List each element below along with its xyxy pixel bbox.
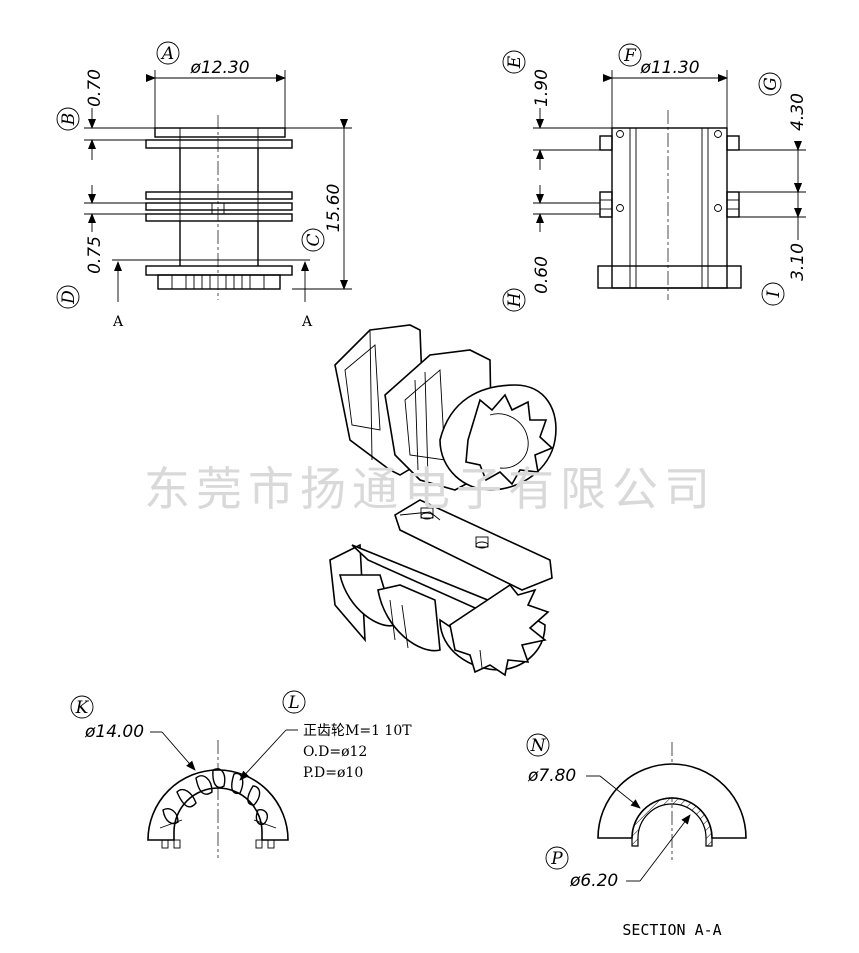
- section-mark-left: A: [112, 314, 124, 330]
- section-outer-dim: ø7.80: [527, 766, 576, 786]
- gear-note-spec: 正齿轮M=1 10T: [303, 723, 412, 739]
- gear-outer-dim: ø14.00: [84, 722, 144, 742]
- front-view: ø12.30 A 0.70 B 0.75 D 15.60 C A A: [56, 41, 352, 330]
- label-n: N: [530, 736, 547, 756]
- side-upper-gap-dim: 4.30: [788, 93, 808, 131]
- side-view: ø11.30 F 1.90 E 0.60 H 4.30 G 3.10 I: [502, 43, 808, 312]
- section-caption: SECTION A-A: [622, 921, 721, 939]
- label-i: I: [764, 290, 784, 298]
- gear-note-od: O.D=ø12: [303, 744, 367, 760]
- label-e: E: [505, 55, 525, 69]
- label-g: G: [761, 77, 781, 91]
- side-width-dim: ø11.30: [639, 58, 699, 78]
- label-a: A: [160, 44, 174, 64]
- label-b: B: [59, 113, 79, 127]
- label-c: C: [304, 233, 324, 246]
- isometric-upper-part: [334, 324, 557, 491]
- label-f: F: [623, 46, 637, 66]
- label-l: L: [287, 693, 299, 713]
- section-mark-right: A: [301, 314, 313, 330]
- top-flange-dim: 0.70: [85, 69, 105, 107]
- bottom-flange-dim: 0.75: [85, 236, 105, 274]
- gear-view: ø14.00 K L 正齿轮M=1 10T O.D=ø12 P.D=ø10: [70, 690, 412, 858]
- section-view: ø7.80 N ø6.20 P SECTION A-A: [526, 733, 747, 939]
- label-p: P: [550, 849, 563, 869]
- isometric-lower-part: [329, 499, 553, 677]
- label-h: H: [505, 291, 525, 308]
- height-dim: 15.60: [324, 184, 344, 233]
- side-lower-gap-dim: 3.10: [788, 243, 808, 281]
- side-top-dim: 1.90: [532, 69, 552, 107]
- label-d: D: [59, 290, 79, 305]
- label-k: K: [75, 698, 90, 718]
- front-width-dim: ø12.30: [189, 58, 249, 78]
- gear-note-pd: P.D=ø10: [303, 765, 363, 781]
- watermark: 东莞市扬通电子有限公司: [144, 462, 716, 516]
- side-bottom-dim: 0.60: [532, 256, 552, 294]
- section-inner-dim: ø6.20: [569, 871, 618, 891]
